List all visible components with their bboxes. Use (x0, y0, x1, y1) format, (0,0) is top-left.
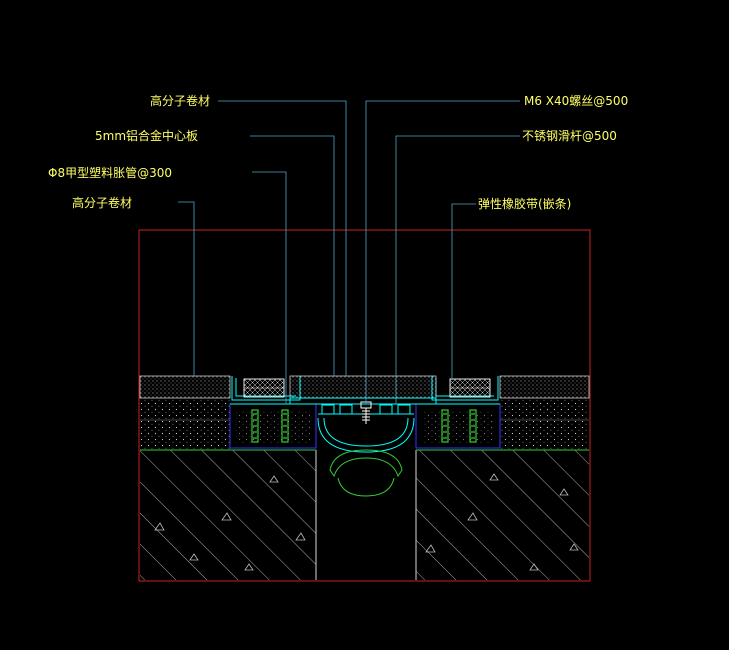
leader-lines (178, 100, 520, 404)
label-bolt: M6 X40螺丝@500 (524, 94, 629, 108)
finish-layer-left (139, 375, 231, 399)
rubber-seal (329, 449, 403, 497)
label-center-plate: 5mm铝合金中心板 (95, 129, 199, 143)
finish-layer-right (499, 375, 590, 399)
waterproof-membrane (317, 417, 415, 453)
anchors-right (441, 409, 477, 443)
label-polymer-membrane-left: 高分子卷材 (72, 196, 133, 210)
rubber-strip-right (449, 378, 491, 398)
label-polymer-membrane-top: 高分子卷材 (150, 94, 211, 108)
rubber-strip-left (243, 378, 285, 398)
drawing-frame (138, 229, 591, 582)
label-slide-bar: 不锈钢滑杆@500 (522, 129, 617, 143)
label-expansion-tube: Φ8甲型塑料胀管@300 (48, 166, 172, 180)
bolt (360, 401, 372, 424)
center-plate (289, 375, 437, 405)
concrete-slab-right (416, 449, 589, 580)
anchors-left (251, 409, 289, 443)
aggregate-marks (154, 473, 579, 571)
screed-layer-right (500, 398, 589, 450)
screed-layer-left (140, 398, 230, 450)
label-rubber-strip: 弹性橡胶带(嵌条) (478, 197, 572, 211)
